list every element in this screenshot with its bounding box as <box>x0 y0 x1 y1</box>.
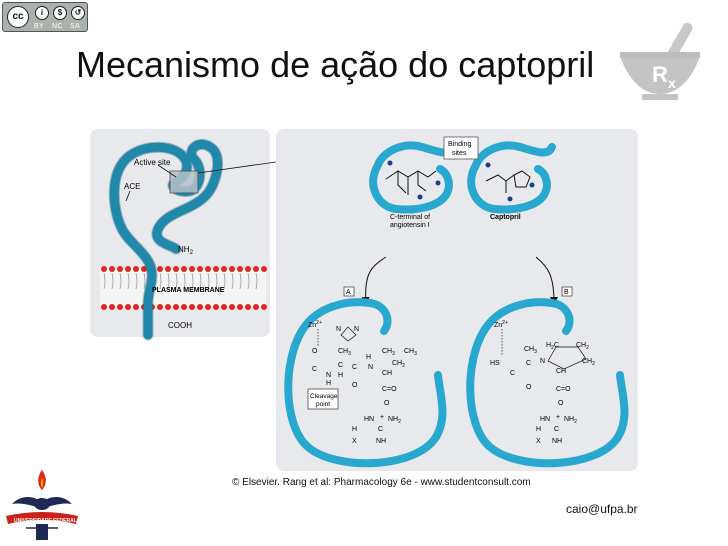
svg-text:N: N <box>326 372 331 379</box>
slide-title: Mecanismo de ação do captopril <box>76 44 595 85</box>
cc-icon: cc <box>7 6 29 28</box>
binding-sites-line2: sites <box>452 150 467 157</box>
sa-label: SA <box>70 23 81 30</box>
plasma-membrane <box>100 266 267 310</box>
arrow-to-panel-a <box>361 256 387 305</box>
svg-text:O: O <box>526 384 532 391</box>
panel-b-letter: B <box>564 289 569 296</box>
binding-sites-callout <box>443 136 479 160</box>
figure-credit: © Elsevier. Rang et al: Pharmacology 6e … <box>232 477 531 488</box>
university-crest-logo: UNIVERSIDADE FEDERAL <box>6 470 78 540</box>
svg-text:C=O: C=O <box>382 386 397 393</box>
c-terminal-label-line2: angiotensin I <box>390 222 430 229</box>
svg-text:CH: CH <box>556 368 566 375</box>
svg-text:C=O: C=O <box>556 386 571 393</box>
panel-a-zn: Zn2+ <box>308 320 322 329</box>
svg-text:N: N <box>368 364 373 371</box>
svg-text:+: + <box>556 414 560 421</box>
by-label: BY <box>34 23 45 30</box>
attribution-icon: i <box>35 6 49 20</box>
captopril-pocket: Captopril <box>467 141 556 221</box>
svg-text:NH: NH <box>376 438 386 445</box>
active-site-label: Active site <box>134 158 171 167</box>
nh2-label: NH2 <box>178 245 194 256</box>
panel-a-letter: A <box>346 289 351 296</box>
active-site-box <box>169 170 199 194</box>
ace-label: ACE <box>124 182 140 191</box>
svg-text:NH2: NH2 <box>388 416 401 425</box>
right-panel-background <box>276 129 638 471</box>
svg-text:O: O <box>384 400 390 407</box>
svg-text:HN: HN <box>364 416 374 423</box>
binding-mechanism-panel: C-terminal of angiotensin I Captopril Bi… <box>276 129 638 471</box>
c-terminal-label-line1: C-terminal of <box>390 214 430 221</box>
author-email: caio@ufpa.br <box>566 502 638 516</box>
svg-text:H: H <box>366 354 371 361</box>
svg-text:NH: NH <box>552 438 562 445</box>
mortar-pestle-icon: R x <box>620 22 700 100</box>
captopril-mechanism-figure: Active site ACE NH2 PLASMA MEMBRANE COOH… <box>90 129 638 471</box>
svg-text:HS: HS <box>490 360 500 367</box>
svg-text:CH2: CH2 <box>392 360 405 369</box>
panel-a-pocket <box>284 298 447 468</box>
svg-text:N: N <box>540 358 545 365</box>
svg-text:x: x <box>668 75 676 91</box>
svg-text:O: O <box>312 348 318 355</box>
svg-text:H: H <box>338 372 343 379</box>
svg-text:O: O <box>352 382 358 389</box>
svg-text:H: H <box>326 380 331 387</box>
noncommercial-icon: $ <box>53 6 67 20</box>
svg-text:R: R <box>652 62 668 87</box>
license-badge: cc i $ ↺ BY NC SA <box>2 2 88 32</box>
svg-text:CH3: CH3 <box>404 348 417 357</box>
cleavage-label-line1: Cleavage <box>310 393 338 400</box>
svg-text:H2C: H2C <box>546 342 559 351</box>
panel-a: A Zn2+ N N O C CH3 C N H H C O H N CH3 C… <box>284 286 447 468</box>
svg-text:C: C <box>526 360 531 367</box>
binding-sites-line1: Binding <box>448 141 471 148</box>
cleavage-label-line2: point <box>316 401 330 408</box>
svg-text:C: C <box>338 362 343 369</box>
svg-text:C: C <box>352 364 357 371</box>
svg-text:CH2: CH2 <box>576 342 589 351</box>
svg-text:C: C <box>510 370 515 377</box>
panel-b: B Zn2+ HS C CH3 C O N H2C CH2 CH2 CH C=O… <box>466 286 629 468</box>
nc-label: NC <box>52 23 64 30</box>
svg-text:H: H <box>536 426 541 433</box>
svg-text:CH3: CH3 <box>524 346 537 355</box>
panel-b-zn: Zn2+ <box>494 320 508 329</box>
plasma-membrane-label: PLASMA MEMBRANE <box>152 287 225 294</box>
svg-text:C: C <box>378 426 383 433</box>
panel-b-pocket <box>466 298 629 468</box>
cooh-label: COOH <box>168 321 192 330</box>
ace-membrane-panel: Active site ACE NH2 PLASMA MEMBRANE COOH <box>90 129 369 341</box>
sharealike-icon: ↺ <box>71 6 85 20</box>
svg-text:C: C <box>554 426 559 433</box>
svg-text:+: + <box>380 414 384 421</box>
svg-text:N: N <box>354 326 359 333</box>
svg-text:X: X <box>536 438 541 445</box>
cleavage-point-box <box>307 388 339 410</box>
svg-text:HN: HN <box>540 416 550 423</box>
svg-text:H: H <box>352 426 357 433</box>
svg-text:X: X <box>352 438 357 445</box>
svg-text:NH2: NH2 <box>564 416 577 425</box>
svg-text:C: C <box>312 366 317 373</box>
svg-text:O: O <box>558 400 564 407</box>
svg-text:N: N <box>336 326 341 333</box>
svg-text:CH: CH <box>382 370 392 377</box>
captopril-label: Captopril <box>490 214 521 221</box>
arrow-to-panel-b <box>535 256 558 305</box>
svg-text:CH2: CH2 <box>582 358 595 367</box>
svg-text:CH3: CH3 <box>382 348 395 357</box>
svg-text:CH3: CH3 <box>338 348 351 357</box>
svg-text:UNIVERSIDADE FEDERAL: UNIVERSIDADE FEDERAL <box>14 518 77 524</box>
